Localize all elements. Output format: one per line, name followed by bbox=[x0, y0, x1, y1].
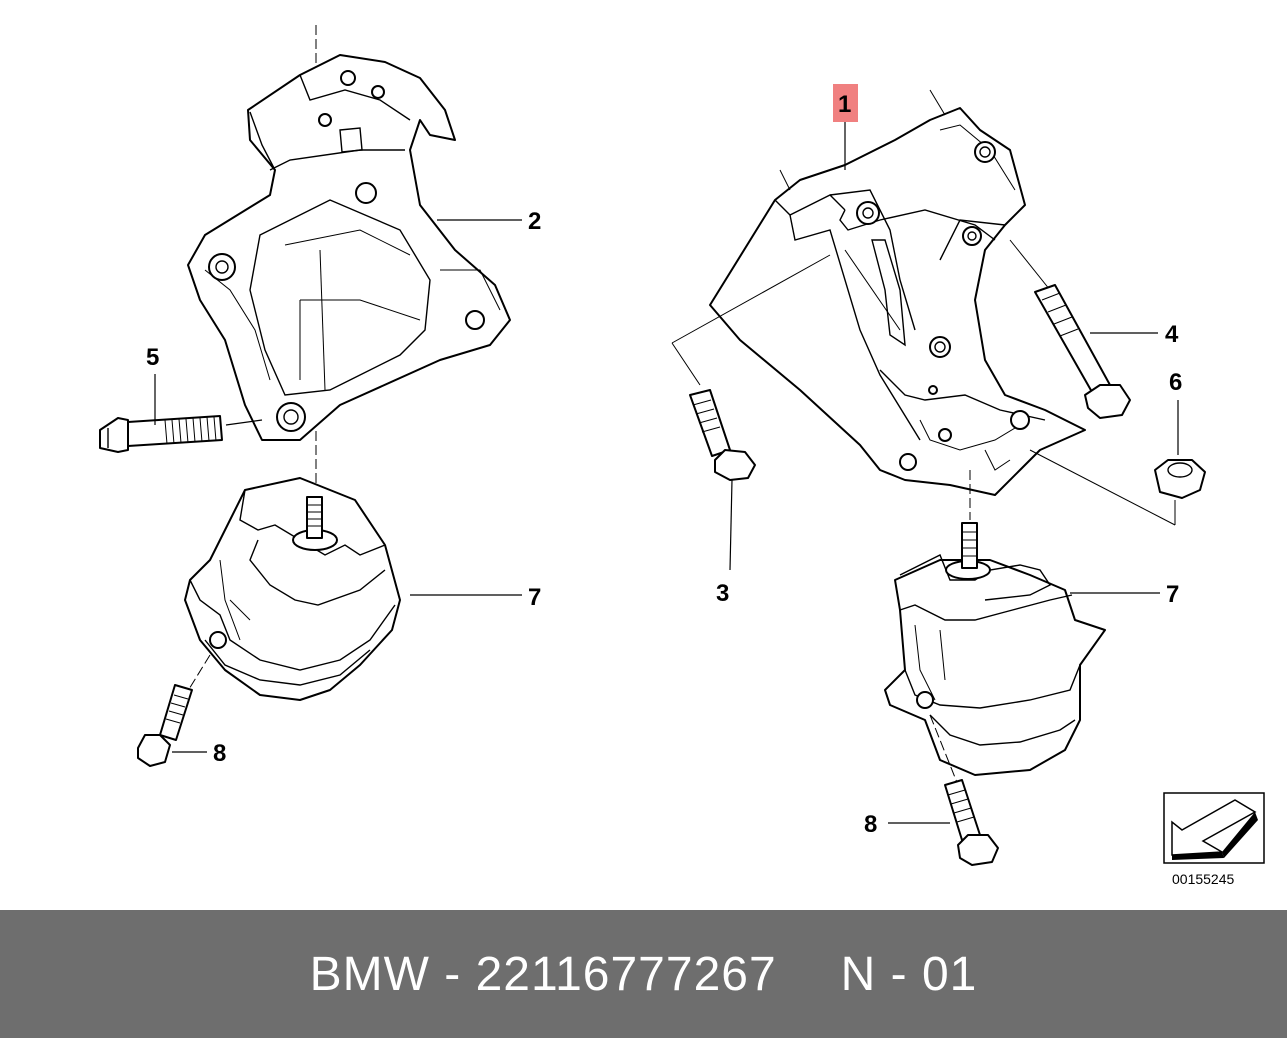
engine-mount-right[interactable] bbox=[884, 522, 1106, 776]
callout-7-right: 7 bbox=[1166, 581, 1179, 608]
parts-diagram: 2 5 7 8 bbox=[99, 25, 1265, 887]
callout-5: 5 bbox=[146, 344, 159, 371]
callout-7-left: 7 bbox=[528, 584, 541, 611]
callout-6: 6 bbox=[1169, 369, 1182, 396]
engine-bracket-left[interactable] bbox=[187, 54, 511, 441]
variant-code: N - 01 bbox=[840, 947, 978, 1001]
callout-4: 4 bbox=[1165, 321, 1179, 348]
nut-part-6[interactable] bbox=[1154, 400, 1206, 499]
bolt-part-5[interactable] bbox=[99, 415, 263, 453]
engine-bracket-right[interactable] bbox=[709, 107, 1086, 496]
callout-1-highlight bbox=[833, 84, 858, 122]
bolt-part-8-left[interactable] bbox=[137, 654, 211, 767]
bolt-part-3[interactable] bbox=[689, 389, 756, 571]
engine-mount-left[interactable] bbox=[184, 477, 401, 701]
callout-2: 2 bbox=[528, 208, 541, 235]
direction-arrow-icon bbox=[1163, 792, 1265, 864]
callout-3: 3 bbox=[716, 580, 729, 607]
bolt-part-8-right[interactable] bbox=[888, 714, 999, 866]
callout-8-right: 8 bbox=[864, 811, 877, 838]
part-number: BMW - 22116777267 bbox=[309, 947, 777, 1001]
image-code: 00155245 bbox=[1172, 871, 1235, 887]
bolt-part-4[interactable] bbox=[1034, 284, 1158, 419]
footer-bar: BMW - 22116777267 N - 01 bbox=[0, 910, 1287, 1038]
callout-8-left: 8 bbox=[213, 740, 226, 767]
callout-1: 1 bbox=[838, 91, 851, 118]
